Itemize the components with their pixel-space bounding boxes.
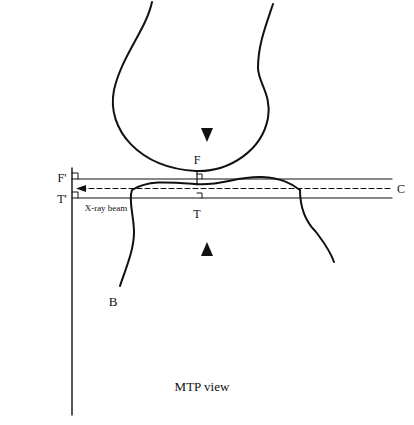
bone-label: B <box>109 295 118 308</box>
beam-source-label: C <box>397 183 405 195</box>
right-angle-mark <box>72 192 78 198</box>
beam-arrowhead <box>76 185 86 192</box>
film-line <box>71 168 72 415</box>
beam-line-femur <box>72 178 392 179</box>
figure-caption: MTP view <box>175 380 230 393</box>
right-angle-mark <box>197 174 202 179</box>
force-arrowhead-down <box>201 128 213 142</box>
beam-label: X-ray beam <box>85 204 128 213</box>
tibia-outline <box>120 177 334 286</box>
right-angle-mark <box>72 173 78 179</box>
right-angle-mark <box>197 193 202 198</box>
femur-point-label: F <box>194 154 201 166</box>
film-point-label: T' <box>57 193 67 205</box>
force-arrowhead-up <box>201 242 213 256</box>
femur-outline <box>113 2 273 171</box>
film-point-label: F' <box>58 172 67 184</box>
tibia-point-label: T <box>193 208 200 220</box>
beam-line-tibia <box>72 197 392 198</box>
beam-center-line <box>84 188 390 189</box>
